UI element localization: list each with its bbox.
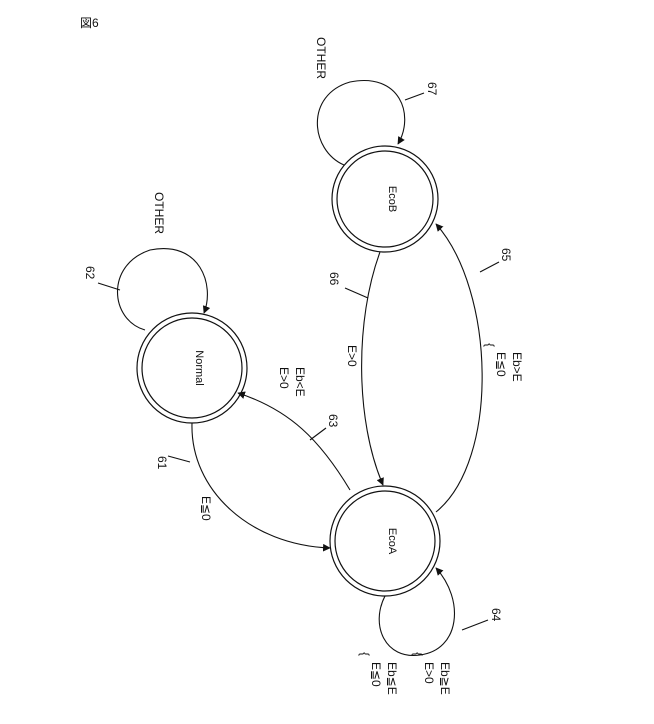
edge-66-ecob-to-ecoa <box>362 252 383 485</box>
edge-61-leader <box>168 456 190 462</box>
edge-65-leader <box>480 262 499 272</box>
edge-65-ecoa-to-ecob <box>436 224 482 512</box>
edge-66-leader <box>345 288 368 298</box>
edge-62-ref: 62 <box>83 266 97 280</box>
edge-65-ref: 65 <box>499 248 513 262</box>
edge-62-condition: OTHER <box>152 192 166 234</box>
edge-64-condition-group-2: { E>0 Eb≧E <box>411 652 452 695</box>
edge-65-brace: { <box>483 343 497 347</box>
state-normal: Normal <box>137 313 247 423</box>
edge-66-condition: E>0 <box>345 345 359 367</box>
edge-64-condition-2b: Eb≧E <box>438 662 452 695</box>
edge-64-condition-group-1: { E≦0 Eb≦E <box>358 652 399 695</box>
edge-64-ref: 64 <box>489 608 503 622</box>
edge-64-brace-1: { <box>358 652 372 656</box>
edge-64-condition-1b: Eb≦E <box>385 662 399 695</box>
edge-65-condition-1: E≦0 <box>494 352 508 377</box>
state-normal-label: Normal <box>193 350 205 385</box>
edge-63-condition-1: E>0 <box>277 367 291 389</box>
edge-66-ref: 66 <box>327 272 341 286</box>
edge-63-leader <box>310 428 326 440</box>
edge-67-leader <box>405 93 424 100</box>
edge-64-condition-2a: E>0 <box>422 662 436 684</box>
edge-64-brace-2: { <box>411 652 425 656</box>
state-ecob-label: EcoB <box>386 186 398 212</box>
edge-67-condition: OTHER <box>314 37 328 79</box>
edge-63-ref: 63 <box>326 414 340 428</box>
edge-62-leader <box>98 283 120 290</box>
edge-61-condition: E≦0 <box>199 496 213 521</box>
edge-65-condition-group: { E≦0 Eb>E <box>483 343 524 382</box>
edge-67-ref: 67 <box>425 82 439 96</box>
edge-61-normal-to-ecoa <box>192 423 330 548</box>
state-ecob: EcoB <box>332 146 438 252</box>
edge-64-leader <box>462 620 488 630</box>
edge-65-condition-2: Eb>E <box>510 352 524 382</box>
edge-63-ecoa-to-normal <box>238 393 350 490</box>
edge-64-ecoa-self <box>379 568 454 655</box>
edge-61-ref: 61 <box>155 456 169 470</box>
edge-64-condition-1a: E≦0 <box>369 662 383 687</box>
state-ecoa: EcoA <box>330 486 440 596</box>
state-ecoa-label: EcoA <box>386 528 398 555</box>
edge-63-condition-2: Eb<E <box>293 367 307 397</box>
figure-label: 図6 <box>80 16 99 30</box>
